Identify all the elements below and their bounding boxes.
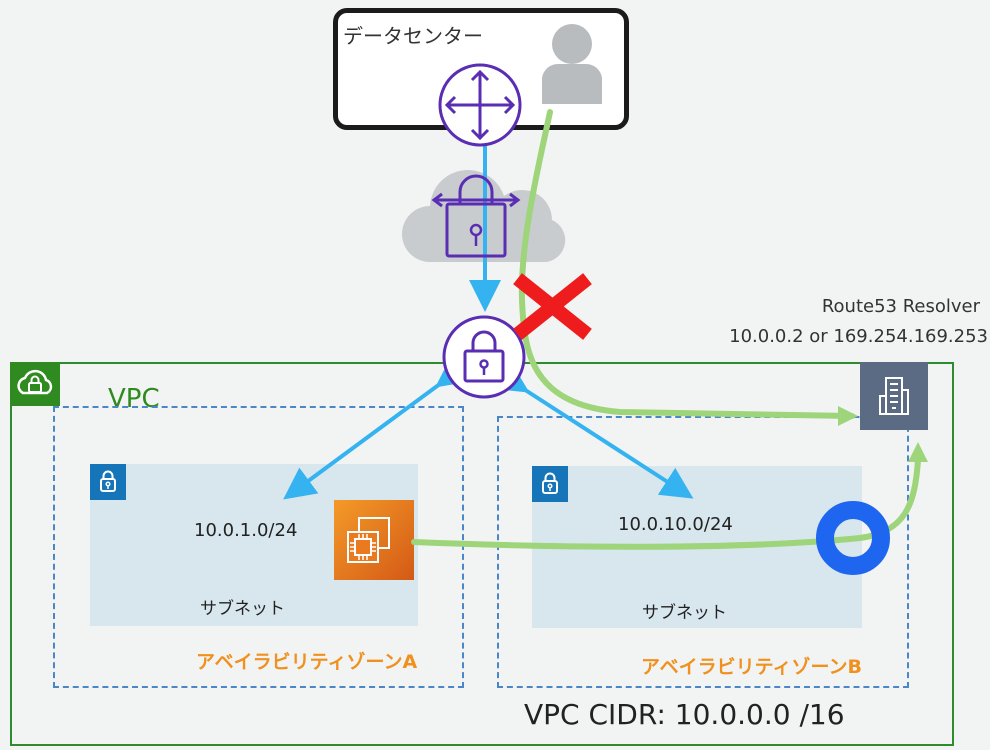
route53-resolver-ip: 10.0.0.2 or 169.254.169.253 xyxy=(729,326,988,347)
vpc-cloud-icon xyxy=(10,362,60,406)
blocked-cross-icon xyxy=(513,273,592,340)
vpn-gateway-icon xyxy=(442,315,526,399)
subnet-b-cidr: 10.0.10.0/24 xyxy=(618,514,733,535)
green-path-arrowhead-up xyxy=(908,442,928,462)
router-icon xyxy=(438,63,522,147)
green-path-arrowhead-resolver xyxy=(838,406,858,426)
availability-zone-b xyxy=(497,416,909,688)
resolver-endpoint-ring-icon xyxy=(816,501,890,575)
vpn-lock-icon xyxy=(431,174,521,258)
availability-zone-b-label: アベイラビリティゾーンB xyxy=(641,656,863,678)
datacenter-label: データセンター xyxy=(343,24,483,48)
blue-arrow-gateway-to-subnet-b xyxy=(493,361,694,499)
ec2-instance-icon xyxy=(334,500,414,580)
green-path-ec2-to-resolver xyxy=(411,457,921,550)
user-icon xyxy=(542,24,602,104)
subnet-lock-icon xyxy=(90,464,126,500)
vpc-cidr-label: VPC CIDR: 10.0.0.0 /16 xyxy=(524,698,845,731)
subnet-a-label: サブネット xyxy=(200,599,285,619)
vpc-label: VPC xyxy=(108,384,160,414)
resolver-building-icon xyxy=(860,362,928,430)
green-path-user-to-resolver xyxy=(518,109,855,419)
subnet-b-label: サブネット xyxy=(642,603,727,623)
route53-resolver-name: Route53 Resolver xyxy=(821,296,980,317)
blue-arrow-gateway-to-subnet-a xyxy=(283,355,471,500)
subnet-a-cidr: 10.0.1.0/24 xyxy=(194,520,298,541)
availability-zone-a xyxy=(53,406,464,688)
availability-zone-a-label: アベイラビリティゾーンA xyxy=(196,651,418,673)
